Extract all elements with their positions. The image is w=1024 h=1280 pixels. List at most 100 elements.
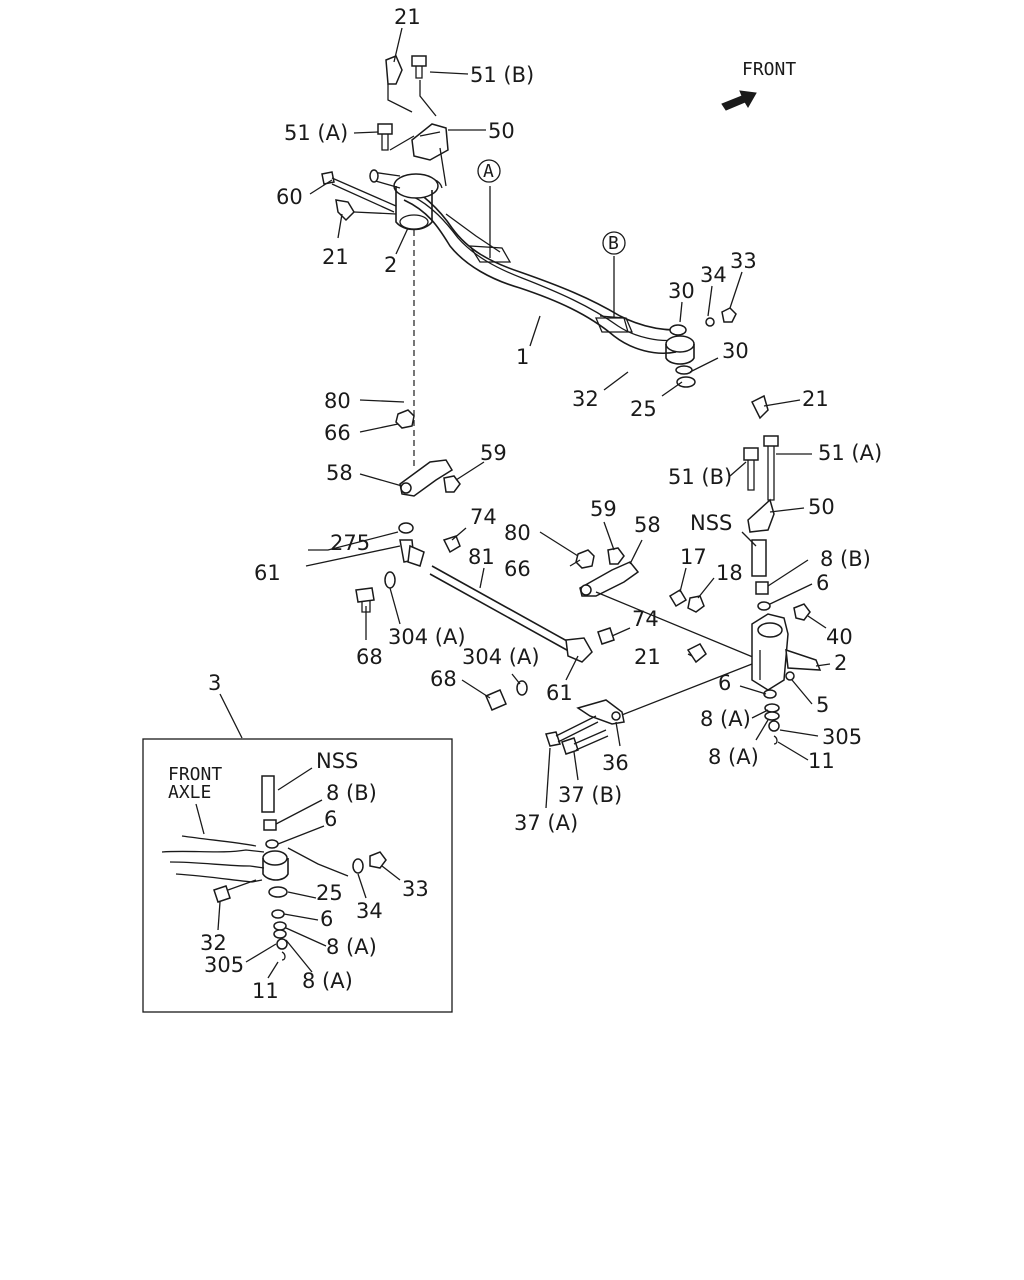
callout-304a-right: 304 (A) xyxy=(462,645,540,669)
inset-callout-305: 305 xyxy=(204,953,244,977)
callout-58-left: 58 xyxy=(326,461,353,485)
callout-74-left: 74 xyxy=(470,505,497,529)
callout-8a-right-2: 8 (A) xyxy=(708,745,759,769)
callout-305-right: 305 xyxy=(822,725,862,749)
callout-21-knuckle: 21 xyxy=(634,645,661,669)
callout-66-left: 66 xyxy=(324,421,351,445)
inset-ref-3: 3 xyxy=(208,671,221,695)
inset-caption-front: FRONT xyxy=(168,764,222,785)
callout-21-mid: 21 xyxy=(322,245,349,269)
callout-37a: 37 (A) xyxy=(514,811,578,835)
washer-304a-left xyxy=(384,571,396,589)
grease-fitting-21-mid xyxy=(335,199,355,222)
ref-circle-a xyxy=(477,159,501,183)
callout-30-bot: 30 xyxy=(722,339,749,363)
inset-caption-axle: AXLE xyxy=(168,782,211,803)
inset-callout-33: 33 xyxy=(402,877,429,901)
callout-74-right: 74 xyxy=(632,607,659,631)
bolt-51a-right xyxy=(763,435,779,501)
grease-fitting-21-top xyxy=(385,55,403,85)
callout-51a-right: 51 (A) xyxy=(818,441,882,465)
pin-5 xyxy=(785,671,795,681)
callout-68-left: 68 xyxy=(356,645,383,669)
callout-8a-right-1: 8 (A) xyxy=(700,707,751,731)
nut-66-right xyxy=(575,549,595,569)
callout-33-top: 33 xyxy=(730,249,757,273)
right-steering-knuckle xyxy=(751,613,822,691)
bolt-68-right xyxy=(485,689,507,711)
callout-labels: 21 51 (B) 51 (A) 50 60 21 2 A B 1 30 34 … xyxy=(254,5,882,835)
front-arrow-icon xyxy=(721,90,757,111)
callout-36: 36 xyxy=(602,751,629,775)
ref-circle-b xyxy=(602,231,626,255)
inset-callout-32: 32 xyxy=(200,931,227,955)
callout-58-right: 58 xyxy=(634,513,661,537)
callout-51a-top: 51 (A) xyxy=(284,121,348,145)
leader-lines xyxy=(305,27,831,809)
nut-66-left xyxy=(395,409,415,429)
inset-kingpin xyxy=(261,775,275,813)
inset-frame xyxy=(142,738,453,1013)
grease-fitting-21-knuckle xyxy=(686,643,707,664)
washer-304a-right xyxy=(516,680,528,696)
callout-50-top: 50 xyxy=(488,119,515,143)
bolt-51b-right xyxy=(743,447,759,491)
callout-66-right: 66 xyxy=(504,557,531,581)
front-axle-beam xyxy=(397,177,677,355)
callout-81: 81 xyxy=(468,545,495,569)
inset-callout-8a-1: 8 (A) xyxy=(326,935,377,959)
callout-5: 5 xyxy=(816,693,829,717)
callout-25-top: 25 xyxy=(630,397,657,421)
inset-callout-nss: NSS xyxy=(316,749,358,773)
callout-6-right-bot: 6 xyxy=(718,671,731,695)
lower-arm-36 xyxy=(576,699,625,725)
callout-2-left: 2 xyxy=(384,253,397,277)
callout-51b-right: 51 (B) xyxy=(668,465,732,489)
callout-21-right: 21 xyxy=(802,387,829,411)
steering-arm-right xyxy=(579,561,640,597)
grease-fitting-21-right xyxy=(750,394,769,420)
callout-68-right: 68 xyxy=(430,667,457,691)
callout-40: 40 xyxy=(826,625,853,649)
callout-61-left: 61 xyxy=(254,561,281,585)
bolt-68-left xyxy=(355,587,375,613)
inset-callout-11: 11 xyxy=(252,979,279,1003)
ref-b: B xyxy=(608,233,619,254)
nut-74-left xyxy=(442,535,461,554)
callout-80-right: 80 xyxy=(504,521,531,545)
callout-11-right: 11 xyxy=(808,749,835,773)
inset-callout-25: 25 xyxy=(316,881,343,905)
callout-37b: 37 (B) xyxy=(558,783,622,807)
shim-6-right-top xyxy=(757,601,771,611)
callout-8b-right: 8 (B) xyxy=(820,547,871,571)
callout-60: 60 xyxy=(276,185,303,209)
front-label: FRONT xyxy=(742,59,796,80)
inset-callout-6-bot: 6 xyxy=(320,907,333,931)
callout-17: 17 xyxy=(680,545,707,569)
kingpin-nss-right xyxy=(751,539,767,577)
nut-74-right xyxy=(597,627,615,645)
callout-61-right: 61 xyxy=(546,681,573,705)
callout-59-right: 59 xyxy=(590,497,617,521)
right-axle-eye xyxy=(665,307,737,388)
nut-59-right xyxy=(607,547,625,565)
callout-51b-top: 51 (B) xyxy=(470,63,534,87)
upper-bracket-left xyxy=(411,123,449,161)
callout-32-top: 32 xyxy=(572,387,599,411)
inset-callout-34: 34 xyxy=(356,899,383,923)
bolt-51b-top xyxy=(411,55,427,79)
callout-21-top: 21 xyxy=(394,5,421,29)
callout-304a-left: 304 (A) xyxy=(388,625,466,649)
steering-arm-left xyxy=(399,459,454,497)
upper-bracket-right xyxy=(747,498,775,533)
callout-2-right: 2 xyxy=(834,651,847,675)
nut-18 xyxy=(687,595,705,613)
callout-nss-right: NSS xyxy=(690,511,732,535)
callout-275: 275 xyxy=(330,531,370,555)
bolt-37b xyxy=(561,729,609,755)
callout-30-top: 30 xyxy=(668,279,695,303)
bolt-51a-top xyxy=(377,123,393,151)
callout-6-right-top: 6 xyxy=(816,571,829,595)
